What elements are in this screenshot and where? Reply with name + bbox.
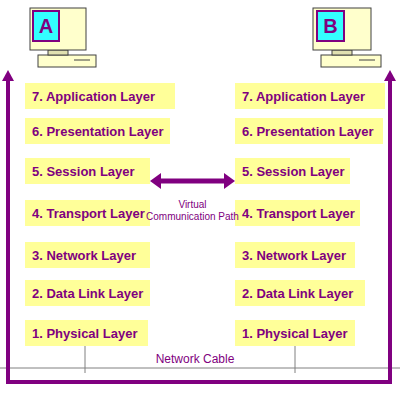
layer-name: 4. Transport Layer bbox=[32, 206, 145, 221]
layer-box: 7. Application Layer bbox=[235, 83, 385, 109]
arrow-head bbox=[150, 173, 161, 189]
layer-box: 3. Network Layer bbox=[235, 242, 355, 268]
computer-letter: A bbox=[33, 11, 59, 41]
layer-name: 5. Session Layer bbox=[32, 164, 135, 179]
layer-name: 1. Physical Layer bbox=[242, 326, 348, 341]
computer-node: B bbox=[303, 3, 398, 70]
layer-box: 4. Transport Layer bbox=[235, 200, 360, 226]
layer-box: 2. Data Link Layer bbox=[235, 280, 365, 306]
computer-base bbox=[38, 55, 96, 67]
layer-name: 2. Data Link Layer bbox=[32, 286, 143, 301]
computer-node: A bbox=[2, 3, 98, 70]
network-cable bbox=[0, 368, 400, 369]
computer-base bbox=[321, 55, 381, 67]
layer-box: 1. Physical Layer bbox=[25, 320, 148, 346]
arrow-head bbox=[384, 70, 396, 81]
layer-box: 7. Application Layer bbox=[25, 83, 175, 109]
cable-label: Network Cable bbox=[145, 353, 245, 366]
monitor-screen bbox=[317, 11, 344, 41]
arrow-head bbox=[224, 173, 235, 189]
layer-name: 6. Presentation Layer bbox=[32, 124, 164, 139]
monitor-frame bbox=[30, 8, 86, 50]
layer-name: 2. Data Link Layer bbox=[242, 286, 353, 301]
arrow-head bbox=[2, 70, 14, 81]
layer-box: 6. Presentation Layer bbox=[235, 118, 383, 144]
monitor-stand bbox=[48, 50, 68, 55]
drive-slot bbox=[359, 60, 375, 61]
connector-line bbox=[159, 179, 226, 184]
virtual-path-arrow bbox=[150, 173, 235, 189]
layer-name: 4. Transport Layer bbox=[242, 206, 355, 221]
connector-line bbox=[8, 79, 390, 382]
monitor-stand bbox=[332, 50, 352, 55]
layer-box: 2. Data Link Layer bbox=[25, 280, 150, 306]
layer-box: 6. Presentation Layer bbox=[25, 118, 170, 144]
layer-box: 1. Physical Layer bbox=[235, 320, 355, 346]
layer-name: 3. Network Layer bbox=[242, 248, 346, 263]
communication-loop bbox=[2, 70, 396, 382]
computer-symbol bbox=[303, 3, 398, 70]
computer-letter: B bbox=[317, 11, 344, 41]
drive-slot bbox=[74, 60, 90, 61]
layer-box: 5. Session Layer bbox=[25, 158, 150, 184]
edge-label: Virtual Communication Path bbox=[143, 199, 243, 223]
layer-name: 7. Application Layer bbox=[32, 89, 155, 104]
cable-drop bbox=[295, 346, 296, 373]
layer-name: 5. Session Layer bbox=[242, 164, 345, 179]
monitor-screen bbox=[33, 11, 59, 41]
layer-box: 4. Transport Layer bbox=[25, 200, 150, 226]
cable-drop bbox=[85, 346, 86, 373]
monitor-frame bbox=[313, 8, 371, 50]
layer-box: 3. Network Layer bbox=[25, 242, 150, 268]
layer-name: 7. Application Layer bbox=[242, 89, 365, 104]
layer-box: 5. Session Layer bbox=[235, 158, 350, 184]
layer-name: 3. Network Layer bbox=[32, 248, 136, 263]
layer-name: 1. Physical Layer bbox=[32, 326, 138, 341]
layer-name: 6. Presentation Layer bbox=[242, 124, 374, 139]
